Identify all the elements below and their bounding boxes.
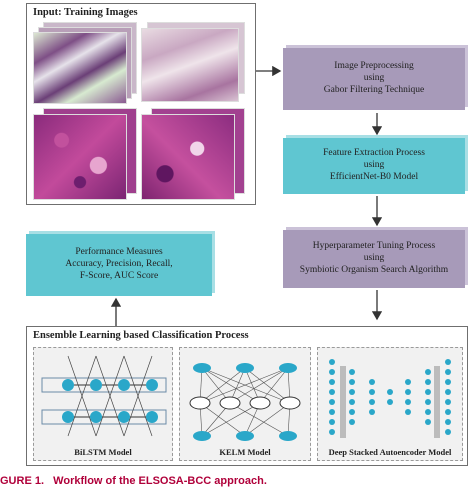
preprocessing-line-1: Image Preprocessing [334, 61, 414, 72]
bilstm-network [41, 355, 167, 437]
histology-image-3 [33, 114, 127, 200]
hyperparameter-line-3: Symbiotic Organism Search Algorithm [299, 264, 449, 275]
autoencoder-network [329, 359, 451, 438]
feature-line-2: using [363, 160, 385, 171]
histology-image-2 [141, 28, 239, 102]
feature-line-3: EfficientNet-B0 Model [329, 171, 419, 182]
preprocessing-line-3: Gabor Filtering Technique [323, 84, 425, 95]
feature-line-1: Feature Extraction Process [323, 148, 425, 159]
kelm-network [189, 363, 301, 441]
hyperparameter-line-2: using [363, 253, 385, 264]
histology-image-1 [33, 32, 127, 104]
figure-caption: GURE 1. Workflow of the ELSOSA-BCC appro… [0, 475, 267, 487]
histology-image-4 [141, 114, 235, 200]
bilstm-label: BiLSTM Model [74, 447, 132, 457]
kelm-label: KELM Model [219, 447, 271, 457]
kelm-diagram: KELM Model [179, 347, 311, 461]
performance-box: Performance Measures Accuracy, Precision… [26, 234, 212, 296]
performance-line-2: Accuracy, Precision, Recall, [65, 259, 173, 270]
ensemble-panel-title: Ensemble Learning based Classification P… [33, 330, 249, 341]
hyperparameter-box: Hyperparameter Tuning Process using Symb… [283, 230, 465, 288]
autoencoder-diagram: Deep Stacked Autoencoder Model [317, 347, 463, 461]
performance-line-1: Performance Measures [75, 247, 163, 258]
ensemble-panel: Ensemble Learning based Classification P… [26, 326, 468, 466]
input-images-panel: Input: Training Images [26, 3, 256, 205]
performance-line-3: F-Score, AUC Score [79, 270, 159, 281]
input-panel-title: Input: Training Images [33, 7, 138, 18]
preprocessing-line-2: using [363, 73, 385, 84]
preprocessing-box: Image Preprocessing using Gabor Filterin… [283, 48, 465, 110]
autoencoder-label: Deep Stacked Autoencoder Model [328, 447, 452, 457]
feature-extraction-box: Feature Extraction Process using Efficie… [283, 138, 465, 194]
hyperparameter-line-1: Hyperparameter Tuning Process [312, 241, 436, 252]
bilstm-diagram: BiLSTM Model [33, 347, 173, 461]
